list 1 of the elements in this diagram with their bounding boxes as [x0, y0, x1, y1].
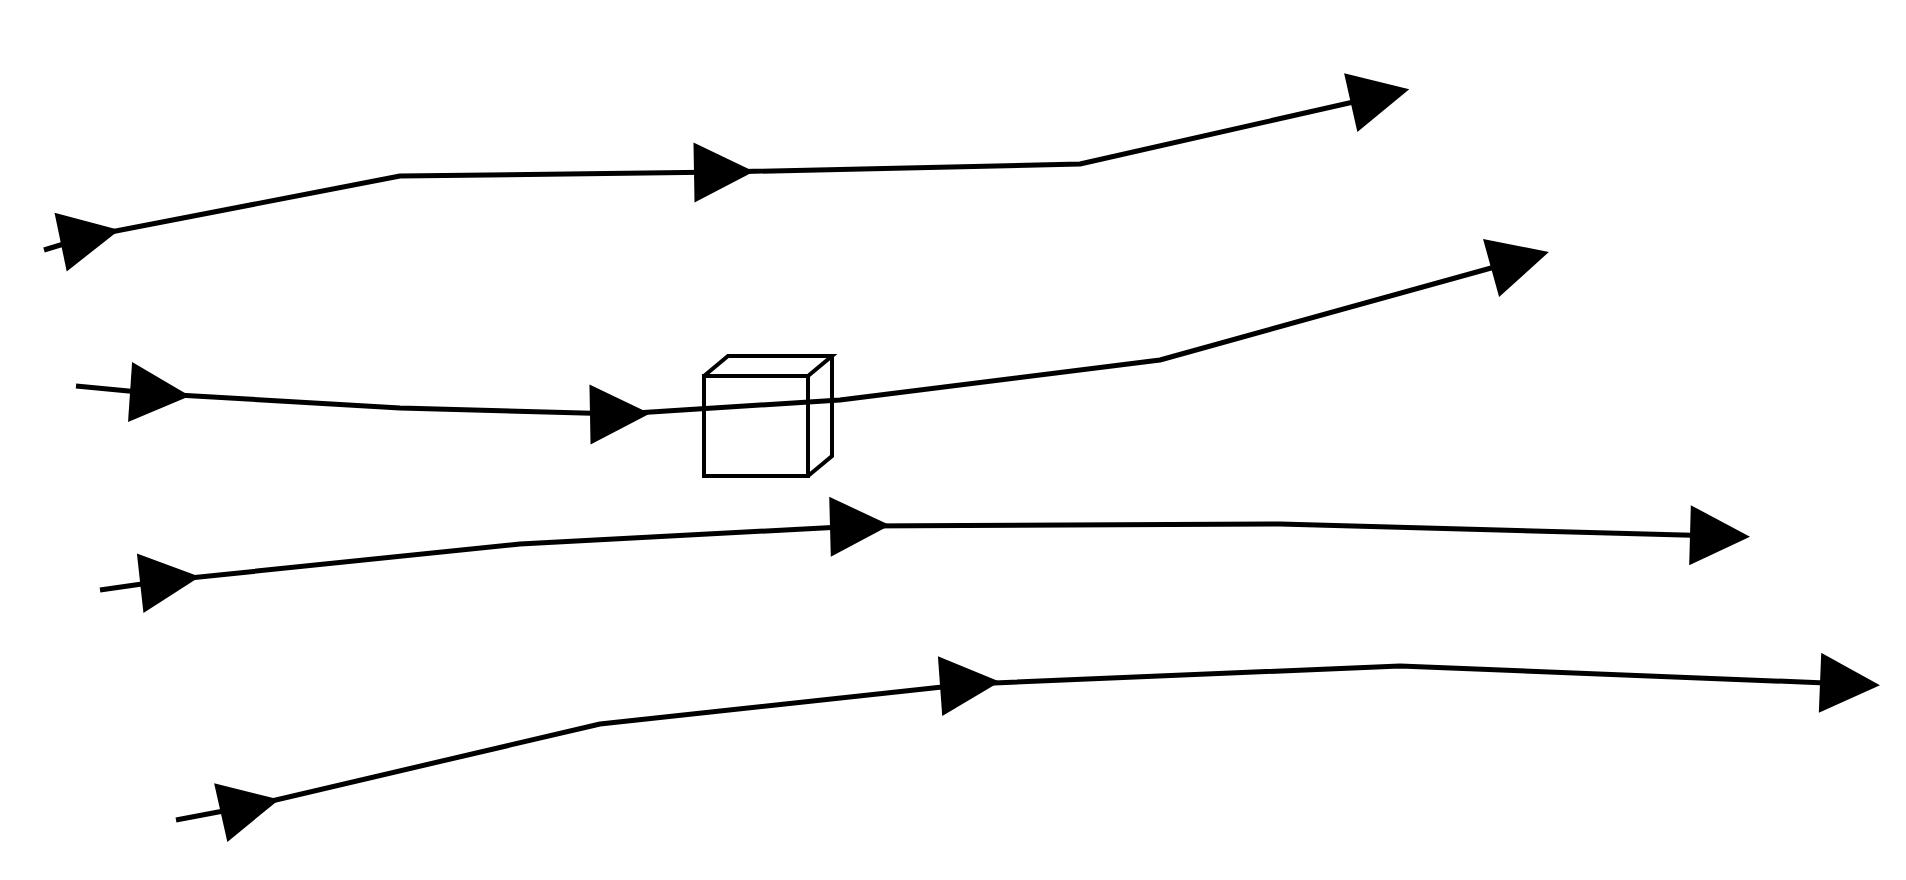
- cube-drawing: [700, 352, 840, 480]
